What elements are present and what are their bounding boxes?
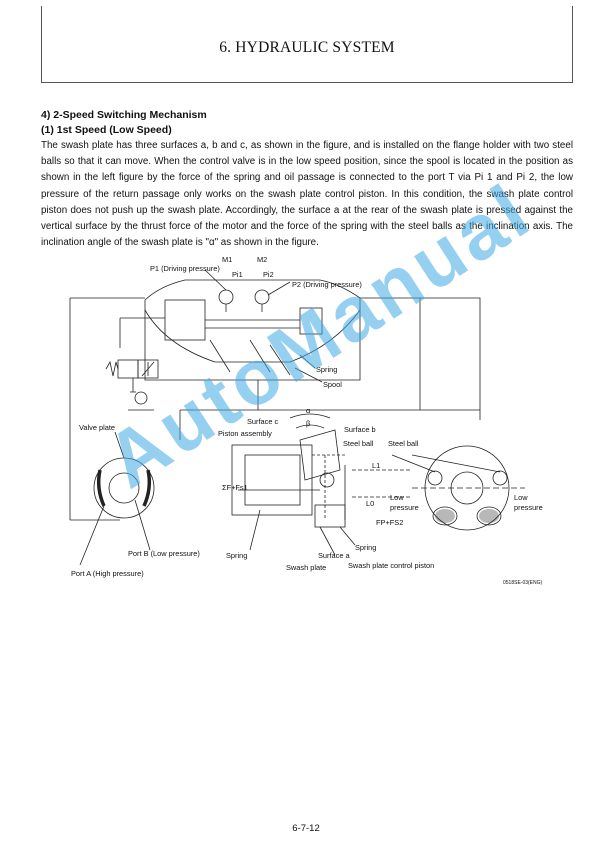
steel-ball-mid-icon — [319, 472, 335, 488]
label-steel-ball-right: Steel ball — [388, 439, 419, 448]
label-p2: P2 (Driving pressure) — [292, 280, 362, 289]
label-surface-a: Surface a — [318, 551, 351, 560]
steel-ball-right-a-icon — [427, 470, 443, 486]
label-low-pressure-right: Low pressure — [514, 493, 543, 512]
label-pi2: Pi2 — [263, 270, 274, 279]
section-heading: 4) 2-Speed Switching Mechanism — [41, 109, 207, 121]
label-spring-mid: Spring — [355, 543, 376, 552]
label-piston-assembly: Piston assembly — [218, 429, 272, 438]
label-port-b: Port B (Low pressure) — [128, 549, 200, 558]
header-box: 6. HYDRAULIC SYSTEM — [41, 6, 573, 83]
label-surface-b: Surface b — [344, 425, 376, 434]
label-port-a: Port A (High pressure) — [71, 569, 144, 578]
label-surface-c: Surface c — [247, 417, 279, 426]
label-alpha: α — [306, 406, 311, 415]
label-p1: P1 (Driving pressure) — [150, 264, 220, 273]
label-low-pressure-left: Low pressure — [390, 493, 419, 512]
low-pressure-right-line1: Low — [514, 493, 528, 502]
subsection-heading: (1) 1st Speed (Low Speed) — [41, 124, 172, 136]
label-fp-fs2: FP+FS2 — [376, 518, 403, 527]
label-figure-code: 0518SE-03(ENG) — [503, 580, 543, 586]
page-title: 6. HYDRAULIC SYSTEM — [219, 39, 395, 56]
label-l0: L0 — [366, 499, 374, 508]
label-swash-plate: Swash plate — [286, 563, 326, 572]
label-m1: M1 — [222, 255, 232, 264]
label-beta: β — [306, 419, 310, 428]
label-l1: L1 — [372, 461, 380, 470]
low-pressure-right-line2: pressure — [514, 503, 543, 512]
page-number: 6-7-12 — [292, 823, 320, 834]
low-pressure-left-line1: Low — [390, 493, 404, 502]
low-pressure-left-line2: pressure — [390, 503, 419, 512]
label-valve-plate: Valve plate — [79, 423, 115, 432]
label-swash-plate-control-piston: Swash plate control piston — [348, 561, 434, 570]
label-spool: Spool — [323, 380, 342, 389]
gauge-m1-icon — [218, 289, 234, 305]
body-paragraph: The swash plate has three surfaces a, b … — [41, 140, 573, 249]
gauge-m2-icon — [254, 289, 270, 305]
label-spring-top: Spring — [316, 365, 337, 374]
label-spring-lower: Spring — [226, 551, 247, 560]
label-sigma-f: ΣF+Fs1 — [222, 483, 248, 492]
steel-ball-right-b-icon — [492, 470, 508, 486]
label-m2: M2 — [257, 255, 267, 264]
label-steel-ball-mid: Steel ball — [343, 439, 374, 448]
valve-body-outline — [144, 279, 361, 381]
label-pi1: Pi1 — [232, 270, 243, 279]
